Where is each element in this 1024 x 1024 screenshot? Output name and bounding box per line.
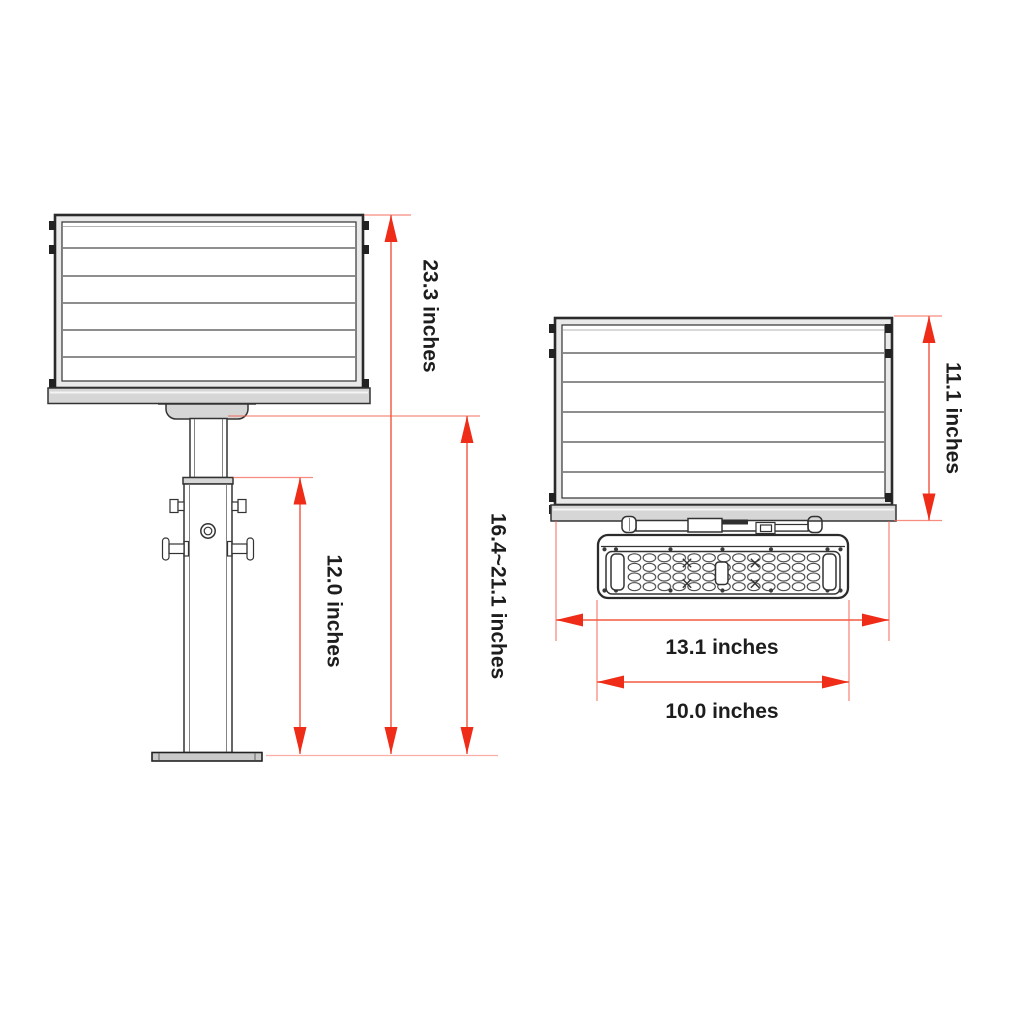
dimension-panel-width: 13.1 inches bbox=[555, 521, 890, 659]
arrow-up-icon bbox=[922, 316, 936, 343]
front-bottom-strip bbox=[550, 504, 897, 522]
tilt-bracket-arm bbox=[621, 515, 823, 535]
dimension-pole-height: 12.0 inches bbox=[233, 476, 345, 754]
arrow-right-icon bbox=[862, 613, 889, 627]
pole-adjustment-knobs bbox=[161, 537, 255, 561]
dimension-label-light-width: 10.0 inches bbox=[665, 700, 778, 723]
dimension-label-pole-height: 12.0 inches bbox=[322, 554, 345, 667]
arrow-up-icon bbox=[384, 215, 398, 242]
side-panel-grid-lines bbox=[63, 226, 355, 358]
pole-lower-tube bbox=[183, 483, 233, 754]
front-panel-grid-lines bbox=[563, 329, 884, 473]
arrow-down-icon bbox=[460, 727, 474, 754]
arrow-down-icon bbox=[293, 727, 307, 754]
led-center-divider bbox=[714, 561, 729, 586]
arrow-down-icon bbox=[384, 727, 398, 754]
front-panel bbox=[549, 316, 894, 514]
pole-collar bbox=[182, 476, 234, 485]
led-light-fixture bbox=[596, 533, 850, 600]
led-retainer-clips bbox=[682, 558, 760, 589]
dimension-label-total-height: 23.3 inches bbox=[418, 259, 441, 372]
front-view bbox=[549, 316, 897, 600]
dimension-annotations: 23.3 inches 16.4~21.1 inches 12.0 inches bbox=[228, 214, 964, 757]
arrow-up-icon bbox=[460, 416, 474, 443]
mount-bracket bbox=[158, 403, 256, 420]
side-panel bbox=[49, 213, 369, 399]
arrow-down-icon bbox=[922, 493, 936, 521]
pole-lock-bolts bbox=[169, 498, 247, 514]
led-end-cap-left bbox=[610, 553, 625, 591]
arrow-left-icon bbox=[556, 613, 583, 627]
dimension-label-adjustable-height: 16.4~21.1 inches bbox=[486, 513, 509, 679]
dimension-total-height: 23.3 inches bbox=[364, 214, 441, 754]
pole-upper-tube bbox=[182, 417, 234, 485]
arrow-left-icon bbox=[597, 675, 624, 689]
led-end-cap-right bbox=[822, 553, 837, 591]
pole-adjustment-hole bbox=[200, 523, 216, 539]
dimension-label-panel-width: 13.1 inches bbox=[665, 636, 778, 659]
arrow-right-icon bbox=[822, 675, 849, 689]
side-bottom-strip bbox=[47, 387, 371, 405]
dimension-adjustable-height: 16.4~21.1 inches bbox=[228, 415, 509, 754]
side-view bbox=[47, 213, 371, 762]
dimension-label-panel-height: 11.1 inches bbox=[941, 362, 964, 474]
dimension-panel-height: 11.1 inches bbox=[894, 315, 964, 522]
base-plate bbox=[151, 751, 263, 762]
arrow-up-icon bbox=[293, 477, 307, 505]
dimension-light-width: 10.0 inches bbox=[596, 600, 850, 723]
